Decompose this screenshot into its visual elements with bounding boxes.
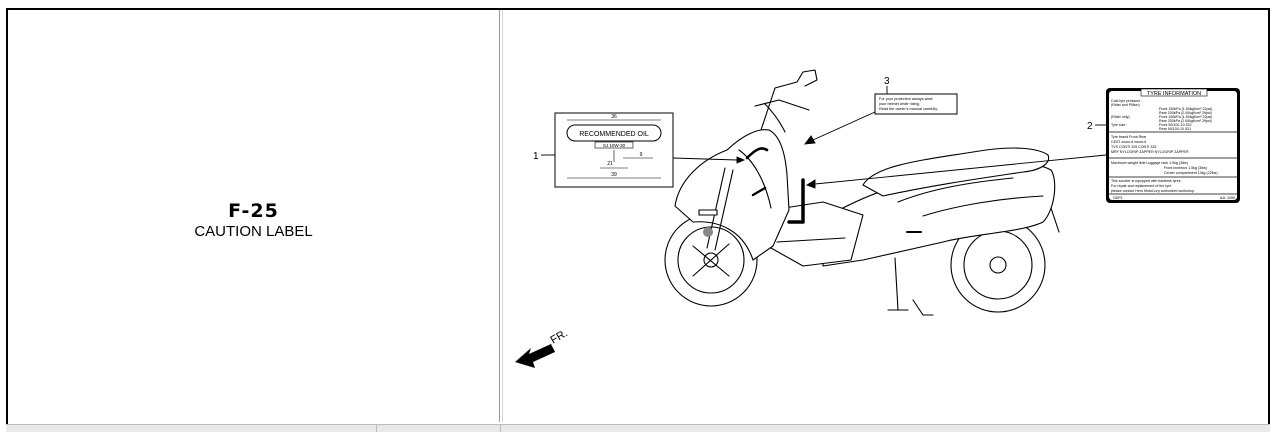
oil-label-title: RECOMMENDED OIL: [579, 131, 649, 138]
helmet-label-line: your helmet while riding.: [879, 102, 920, 106]
tyre-label: TYRE INFORMATION Cold tyre pressure : (R…: [1106, 88, 1240, 203]
section-title: CAUTION LABEL: [194, 223, 313, 240]
illustration-panel: 36 RECOMMENDED OIL SJ 10W-30 9 21 39 For…: [502, 10, 1266, 422]
tyre-label-line: MRF NYLOGRIP ZAPPER NYLOGRIP ZAPPER: [1111, 150, 1189, 154]
leader-lines: [541, 86, 1107, 189]
tyre-label-line: AJL 1090: [1220, 196, 1235, 200]
helmet-label-line: Read the owner's manual carefully.: [879, 107, 938, 111]
tyre-label-line: Center compartment 10kg (22lbs): [1164, 171, 1218, 175]
bottom-table-row: [6, 424, 1270, 432]
callout-3: 3: [884, 76, 890, 87]
tyre-label-line: Maximum weight limit Luggage rack 1.5kg …: [1111, 161, 1188, 165]
direction-label: FR.: [549, 327, 570, 346]
column-divider: [500, 425, 501, 432]
section-caption: F-25 CAUTION LABEL: [8, 200, 499, 241]
column-divider: [376, 425, 377, 432]
callout-2: 2: [1087, 121, 1093, 132]
scooter-drawing: [664, 69, 1060, 316]
tyre-label-line: Front 150kPa (1.50kgf/cm² 22psi): [1159, 115, 1212, 119]
oil-dim-mid-left: 21: [607, 161, 613, 167]
document-frame: [6, 8, 1270, 432]
tyre-label-line: This scooter is equipped with tubeless t…: [1111, 179, 1182, 183]
oil-dim-bottom: 39: [611, 172, 617, 178]
tyre-label-line: please contact Hero MotoCorp authorized …: [1111, 189, 1195, 193]
tyre-label-line: Tyre size :: [1111, 123, 1127, 127]
tyre-label-line: Tyre brand Front Rear: [1111, 135, 1147, 139]
tyre-label-line: TVS CONTI 325 CONTI 325: [1111, 145, 1156, 149]
tyre-label-line: Rear 200kPa (2.00kgf/cm² 29psi): [1159, 119, 1212, 123]
caption-panel: F-25 CAUTION LABEL: [8, 10, 500, 422]
front-direction-arrow: FR.: [515, 327, 570, 368]
tyre-label-title: TYRE INFORMATION: [1147, 91, 1201, 97]
helmet-label: For your protection always wear your hel…: [874, 93, 958, 115]
section-code: F-25: [228, 200, 279, 222]
caution-label-illustration: 36 RECOMMENDED OIL SJ 10W-30 9 21 39 For…: [515, 69, 1240, 368]
oil-dim-top: 36: [611, 114, 617, 120]
tyre-label-line: Rear 90/100-10 53J: [1159, 127, 1191, 131]
tyre-label-line: (Rider and Pillion): [1111, 103, 1140, 107]
tyre-label-line: CEAT zoom-d zoom-d: [1111, 140, 1146, 144]
tyre-label-line: Front 90/100-10 53J: [1159, 123, 1192, 127]
tyre-label-line: GDP1: [1113, 196, 1123, 200]
tyre-label-line: (Rider only): [1111, 115, 1130, 119]
oil-label-grade: SJ 10W-30: [603, 143, 626, 148]
tyre-label-line: For repair and replacement of tire tyre: [1111, 184, 1171, 188]
callout-1: 1: [533, 151, 539, 162]
tyre-label-line: Front 150kPa (1.50kgf/cm² 22psi): [1159, 107, 1212, 111]
helmet-label-line: For your protection always wear: [879, 97, 934, 101]
oil-label: 36 RECOMMENDED OIL SJ 10W-30 9 21 39: [554, 112, 674, 188]
tyre-label-line: Rear 200kPa (2.00kgf/cm² 29psi): [1159, 111, 1212, 115]
tyre-label-line: Cold tyre pressure :: [1111, 99, 1142, 103]
tyre-label-line: Front innerbox 1.5kg (3lbs): [1164, 166, 1207, 170]
oil-dim-mid-right: 9: [640, 152, 643, 158]
